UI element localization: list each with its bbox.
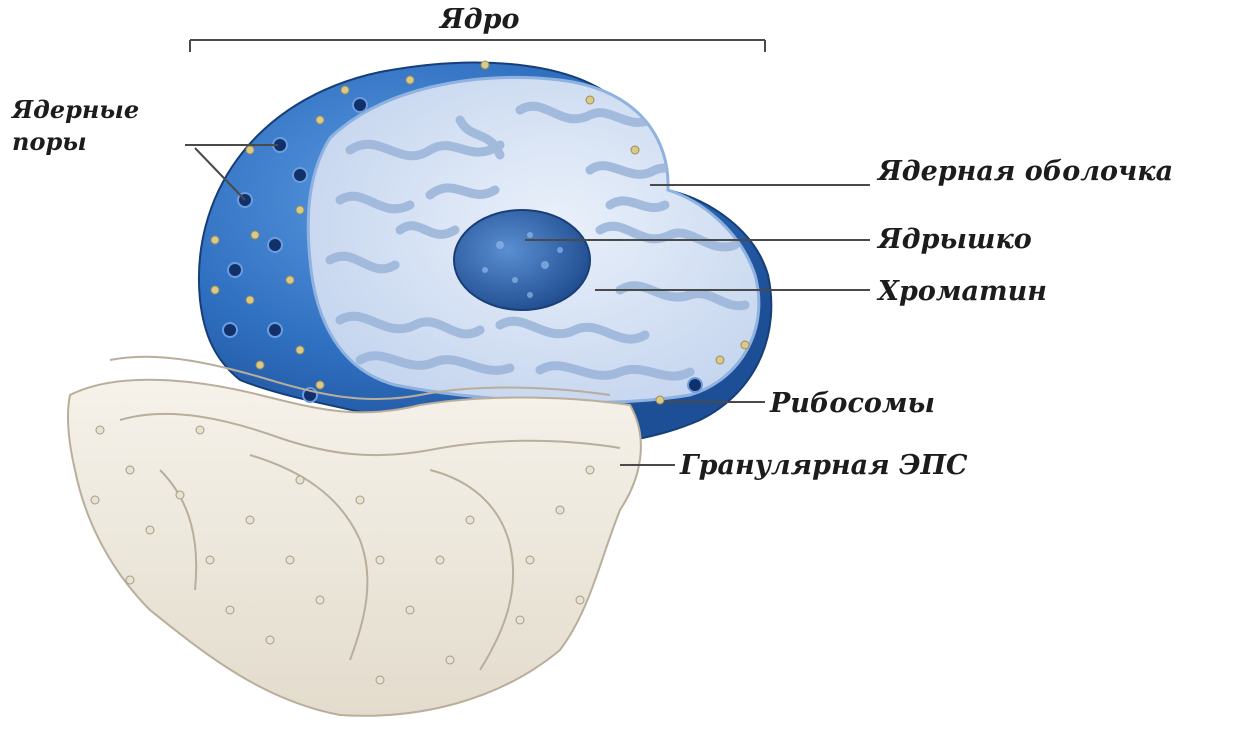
label-rough-er: Гранулярная ЭПС bbox=[680, 452, 968, 479]
label-nuclear-pores-line2: поры bbox=[12, 130, 87, 154]
label-nucleus: Ядро bbox=[440, 6, 519, 33]
label-chromatin: Хроматин bbox=[878, 278, 1047, 305]
nucleus-bracket bbox=[190, 40, 765, 52]
label-nuclear-pores-line1: Ядерные bbox=[12, 98, 139, 122]
label-ribosomes: Рибосомы bbox=[770, 390, 935, 417]
nucleolus bbox=[454, 210, 590, 310]
label-nuclear-envelope: Ядерная оболочка bbox=[878, 158, 1173, 185]
label-nucleolus: Ядрышко bbox=[878, 226, 1032, 253]
